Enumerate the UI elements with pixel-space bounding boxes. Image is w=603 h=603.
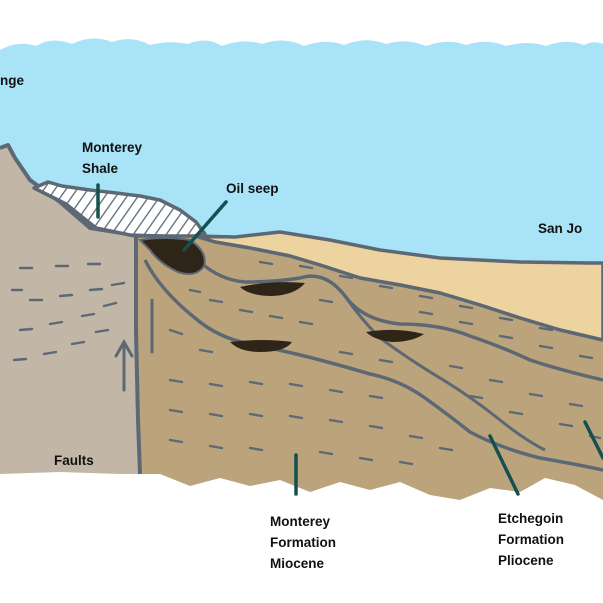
fold-line-3 — [343, 295, 546, 452]
oil-pocket-1 — [240, 282, 305, 296]
label-oil-seep: Oil seep — [226, 181, 279, 196]
fault-line — [134, 236, 142, 475]
leader-lines — [96, 183, 603, 496]
label-range: nge — [0, 73, 25, 88]
etchegoin-formation-leader — [488, 434, 520, 496]
label-faults: Faults — [54, 453, 94, 468]
basement-dashes — [10, 262, 126, 362]
right-edge-leader — [583, 420, 603, 460]
oil-pocket-3 — [366, 329, 424, 342]
oil-pocket-2 — [230, 340, 292, 352]
oil-seep-leader — [182, 200, 228, 252]
label-etchegoin-formation: Etchegoin Formation Pliocene — [498, 511, 564, 568]
fold-line-2 — [143, 259, 603, 472]
label-san-joaquin: San Jo — [538, 221, 583, 236]
monterey-shale-lens — [32, 180, 207, 239]
sediment-dashes — [168, 260, 602, 466]
label-monterey-shale: Monterey Shale — [82, 140, 143, 176]
basement-rock — [0, 145, 140, 474]
fault-arrow — [114, 338, 134, 392]
sediment-top-outline — [136, 234, 603, 342]
sediment-body — [136, 236, 603, 500]
label-monterey-formation: Monterey Formation Miocene — [270, 514, 336, 571]
